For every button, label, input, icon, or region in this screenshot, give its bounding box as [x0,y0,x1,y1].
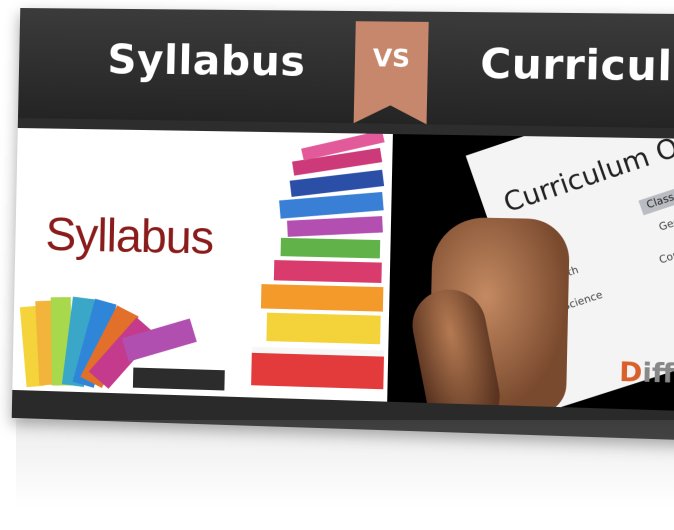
book-stack-illustration [19,130,385,391]
vs-label: VS [372,43,411,73]
syllabus-heading: Syllabus [106,36,306,86]
vs-ribbon: VS [354,21,429,106]
curriculum-panel: Curriculum Overvie Class Eight Math Geom… [387,134,674,412]
table-column-header: Class Eight [638,178,674,216]
comparison-banner: Syllabus Curriculum VS [11,7,674,441]
table-row-topic: Geometry [657,206,674,234]
diffz-logo: Diffz [618,357,674,391]
banner-header: Syllabus Curriculum VS [17,7,674,129]
syllabus-wordmark: Syllabus [45,207,214,264]
banner-reflection [16,420,674,530]
curriculum-heading: Curriculum [479,40,674,92]
book-stack [251,130,385,390]
syllabus-panel: Syllabus [12,128,393,402]
fanned-books [19,296,225,391]
